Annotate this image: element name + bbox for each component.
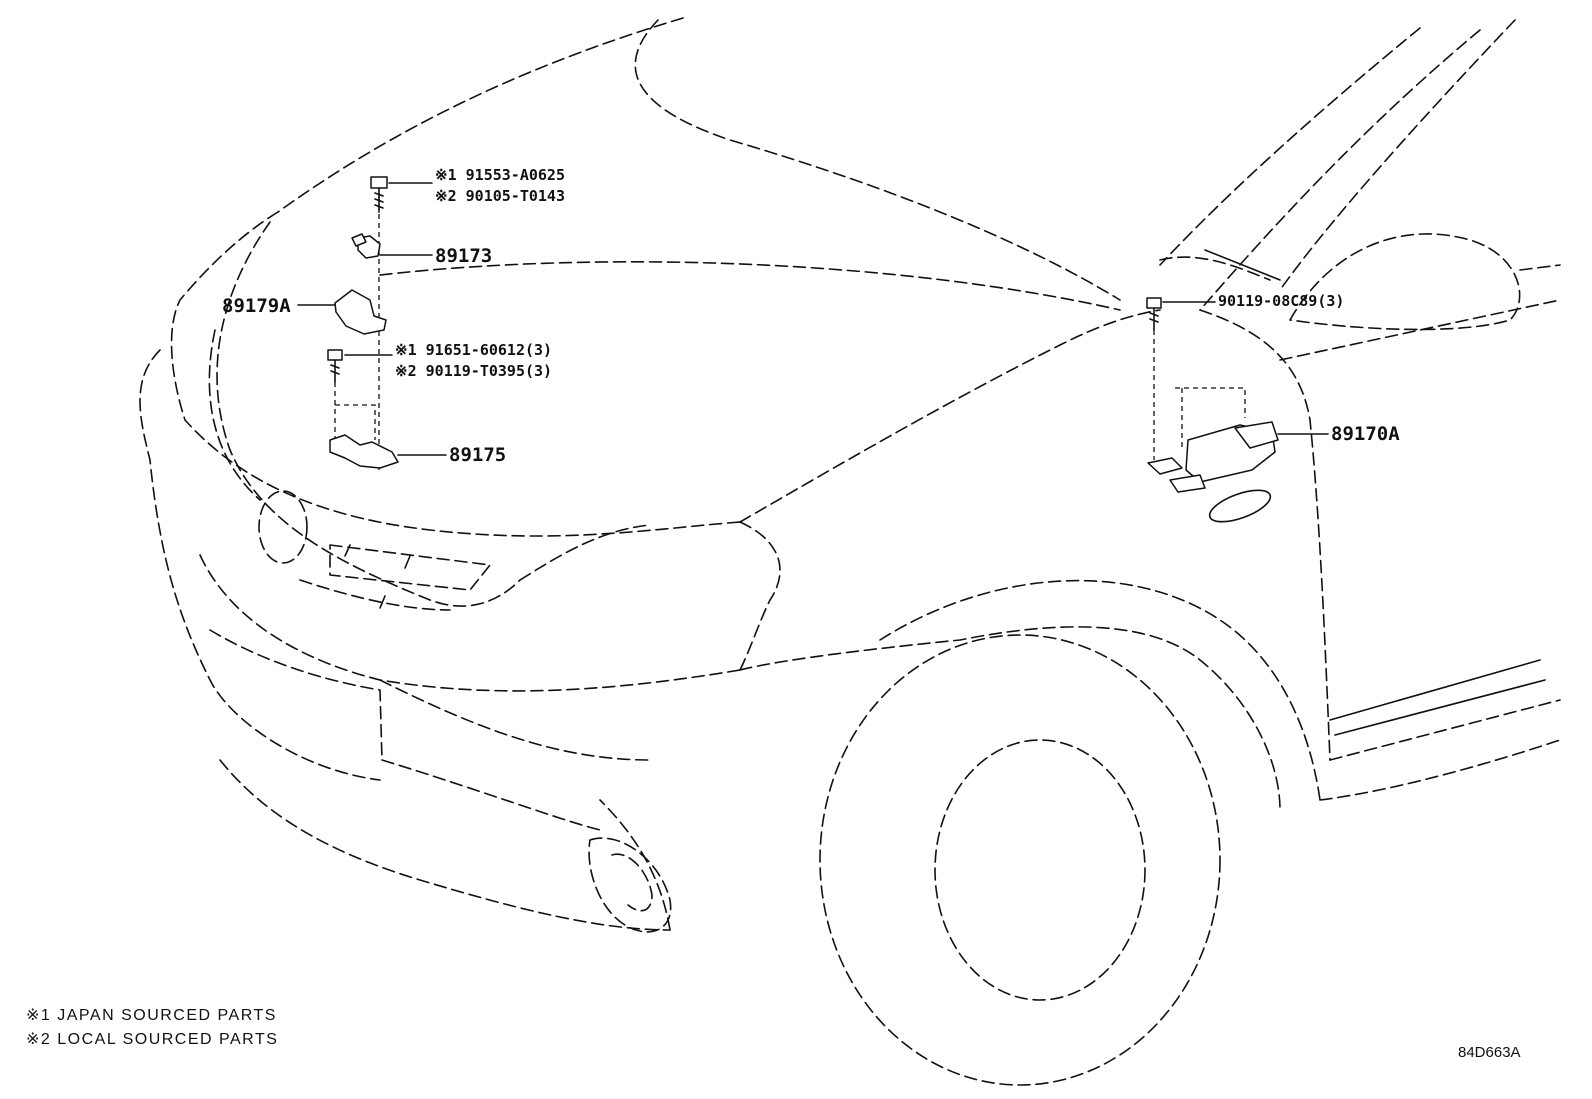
callout-bolt-mid-local-part: ※2 90119-T0395(3) — [395, 362, 553, 380]
callout-bolt-local-part: ※2 90105-T0143 — [435, 187, 565, 205]
callout-89179a: 89179A — [222, 295, 291, 317]
callout-89173: 89173 — [435, 245, 493, 267]
callout-89175: 89175 — [449, 444, 507, 466]
legend-local-sourced: ※2 LOCAL SOURCED PARTS — [26, 1031, 279, 1048]
callout-bolt-right: 90119-08C89(3) — [1218, 292, 1345, 310]
diagram-code: 84D663A — [1458, 1044, 1521, 1061]
legend-japan-sourced: ※1 JAPAN SOURCED PARTS — [26, 1007, 277, 1024]
callout-89170a: 89170A — [1331, 423, 1400, 445]
callout-bolt-japan-part: ※1 91553-A0625 — [435, 166, 565, 184]
callout-bolt-mid-japan-part: ※1 91651-60612(3) — [395, 341, 553, 359]
